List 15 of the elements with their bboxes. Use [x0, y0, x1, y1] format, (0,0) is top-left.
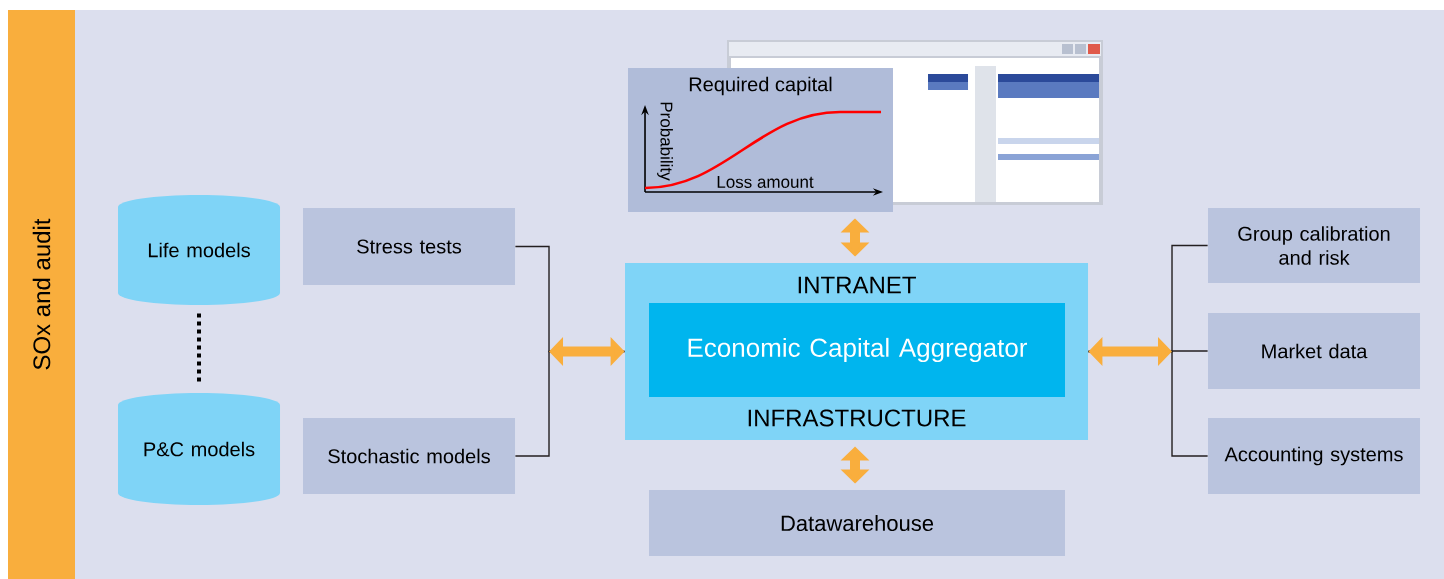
axis-label: Probability [657, 102, 673, 181]
process-box: Stochastic models [303, 418, 515, 494]
database-cylinder: Life models [118, 195, 280, 305]
process-box: Accounting systems [1208, 418, 1420, 494]
process-box: Group calibration and risk [1208, 208, 1420, 283]
process-box: Market data [1208, 313, 1420, 389]
component-box: Economic Capital Aggregator [649, 303, 1065, 397]
chart-title: Required capital [689, 76, 832, 96]
process-box: Stress tests [303, 208, 515, 285]
process-box: Datawarehouse [649, 490, 1065, 556]
frame-label: INFRASTRUCTURE [748, 409, 966, 427]
axis-label: Loss amount [717, 176, 814, 188]
database-cylinder: P&C models [118, 393, 280, 505]
frame-label: INTRANET [798, 276, 916, 294]
side-band: SOx and audit [8, 10, 75, 579]
